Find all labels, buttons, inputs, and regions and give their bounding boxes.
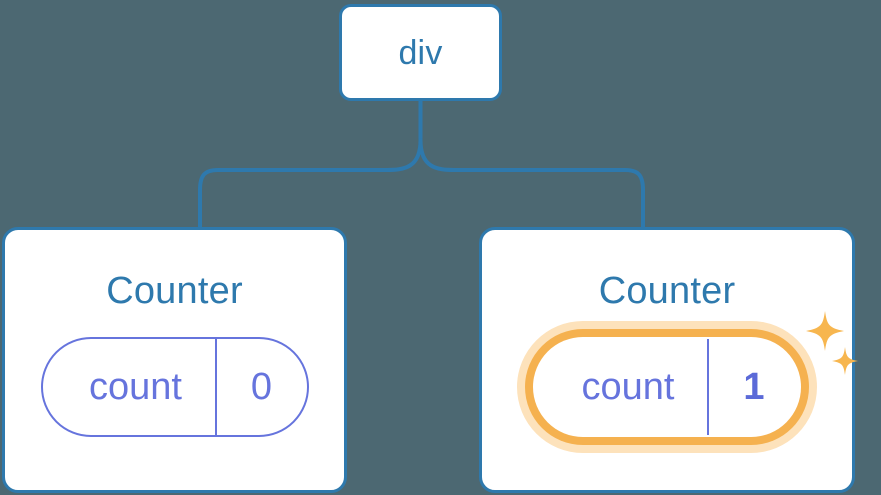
state-value-left: 0 [214,339,307,435]
state-value-right: 1 [707,339,799,435]
counter-title-left: Counter [106,270,243,312]
state-pill-right[interactable]: count 1 [517,311,858,453]
connector-branch-left [198,138,423,229]
state-key-right: count [581,366,675,408]
counter-title-right: Counter [598,270,736,312]
sparkle-small-icon [832,347,858,375]
state-key-left: count [89,366,182,408]
sparkle-large-icon [806,311,844,351]
tree-node-counter-left[interactable]: Counter count 0 [2,227,347,493]
state-pill-body-left: count 0 [40,337,309,437]
tree-node-div-label: div [398,33,443,72]
state-pill-left[interactable]: count 0 [40,337,309,437]
tree-node-div[interactable]: div [339,4,502,101]
connector-branch-right [418,138,645,229]
sparkle-icon-group [806,311,858,375]
state-pill-body-right: count 1 [533,337,801,437]
tree-node-counter-right[interactable]: Counter count 1 [479,227,858,493]
